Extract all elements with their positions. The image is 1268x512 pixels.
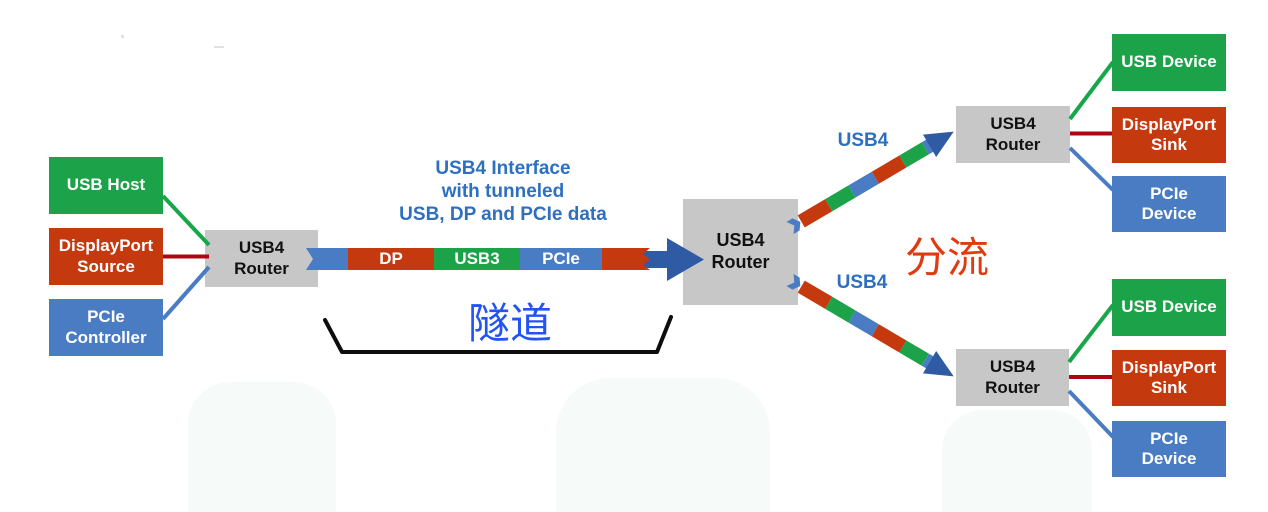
background-speck bbox=[214, 46, 224, 48]
background-blob bbox=[556, 378, 770, 512]
tunnel-segment-usb3 bbox=[434, 248, 520, 270]
usb-host-box: USB Host bbox=[49, 157, 163, 214]
bottom-right-router-label-line2: Router bbox=[985, 377, 1040, 397]
tunnel-pcie-label: PCIe bbox=[542, 249, 580, 268]
usb4-link-bottom-label: USB4 bbox=[836, 272, 888, 293]
link-stripe-blue bbox=[848, 310, 879, 337]
link-stripe-red bbox=[871, 155, 907, 184]
usb-host-label: USB Host bbox=[66, 175, 146, 195]
pcie-controller-box: PCIe Controller bbox=[49, 299, 163, 356]
tunnel-segment-pcie bbox=[520, 248, 602, 270]
tunnel-chinese-label: 隧道 bbox=[467, 300, 552, 347]
background-blob bbox=[942, 410, 1092, 512]
top-right-router-label-line1: USB4 bbox=[990, 114, 1036, 134]
usb-host-connector-line bbox=[161, 194, 211, 247]
displayport-source-label: DisplayPort Source bbox=[58, 236, 154, 276]
usb4-link-bottom bbox=[786, 273, 954, 377]
link-stripe-red bbox=[797, 199, 833, 228]
bottom-usb-device-box: USB Device bbox=[1112, 279, 1226, 336]
bottom-pcie-device-label: PCIe Device bbox=[1141, 428, 1197, 468]
left-usb4-router-box: USB4 Router bbox=[205, 230, 318, 287]
tunnel-usb3-label: USB3 bbox=[454, 249, 500, 268]
top-usb-device-connector-line bbox=[1068, 60, 1115, 121]
link-arrowhead bbox=[922, 351, 954, 377]
link-stripe-blue bbox=[848, 171, 879, 198]
top-right-router-label-line2: Router bbox=[985, 134, 1041, 154]
top-pcie-device-connector-line bbox=[1068, 146, 1115, 192]
link-arrowhead bbox=[922, 131, 954, 157]
tunnel-segment-start-blue bbox=[306, 248, 348, 270]
link-stripe-green bbox=[899, 142, 929, 168]
bottom-displayport-sink-label: DisplayPort Sink bbox=[1121, 357, 1217, 397]
link-start-chevron bbox=[786, 218, 801, 235]
usb4-link-top bbox=[786, 131, 954, 235]
background-speck bbox=[121, 35, 124, 38]
tunnel-arrowhead bbox=[640, 238, 704, 281]
top-displayport-sink-label: DisplayPort Sink bbox=[1121, 114, 1217, 154]
usb4-link-top-label: USB4 bbox=[837, 130, 889, 151]
left-router-label-line2: Router bbox=[234, 258, 289, 278]
tunnel-brace bbox=[323, 315, 673, 354]
tunnel-caption-line1: USB4 Interface bbox=[435, 158, 571, 179]
pcie-controller-connector-line bbox=[161, 265, 211, 321]
center-usb4-router-box: USB4 Router bbox=[683, 199, 798, 305]
center-router-label-line2: Router bbox=[711, 252, 770, 272]
link-stripe-red bbox=[871, 324, 907, 353]
center-router-label-line1: USB4 bbox=[716, 230, 765, 251]
link-stripe-green bbox=[825, 185, 856, 212]
top-displayport-sink-box: DisplayPort Sink bbox=[1112, 107, 1226, 163]
tunnel-caption-line2: with tunneled bbox=[441, 181, 565, 202]
top-usb-device-box: USB Device bbox=[1112, 34, 1226, 91]
tunnel-segment-dp bbox=[348, 248, 434, 270]
bottom-displayport-sink-box: DisplayPort Sink bbox=[1112, 350, 1226, 406]
tunnel-segment-end-red bbox=[602, 248, 650, 270]
top-pcie-device-box: PCIe Device bbox=[1112, 176, 1226, 232]
tunnel-caption-line3: USB, DP and PCIe data bbox=[399, 204, 607, 225]
left-router-label-line1: USB4 bbox=[238, 238, 285, 258]
top-usb-device-label: USB Device bbox=[1121, 52, 1217, 72]
bottom-pcie-device-connector-line bbox=[1067, 389, 1115, 439]
bottom-right-usb4-router-box: USB4 Router bbox=[956, 349, 1069, 406]
bottom-usb-device-label: USB Device bbox=[1121, 297, 1217, 317]
tunnel-caption: USB4 Interface with tunneled USB, DP and… bbox=[363, 157, 643, 226]
pcie-controller-label: PCIe Controller bbox=[65, 307, 147, 347]
displayport-source-box: DisplayPort Source bbox=[49, 228, 163, 285]
bottom-usb-device-connector-line bbox=[1067, 303, 1115, 364]
bottom-right-router-label-line1: USB4 bbox=[989, 357, 1036, 377]
top-pcie-device-label: PCIe Device bbox=[1141, 183, 1197, 223]
link-stripe-red bbox=[797, 280, 833, 309]
bottom-pcie-device-box: PCIe Device bbox=[1112, 421, 1226, 477]
link-stripe-green bbox=[825, 296, 856, 323]
top-right-usb4-router-box: USB4 Router bbox=[956, 106, 1070, 163]
tunnel-dp-label: DP bbox=[379, 249, 403, 268]
link-start-chevron bbox=[786, 273, 801, 290]
split-chinese-label: 分流 bbox=[904, 234, 989, 281]
background-blob bbox=[188, 382, 336, 512]
link-stripe-green bbox=[899, 340, 929, 366]
